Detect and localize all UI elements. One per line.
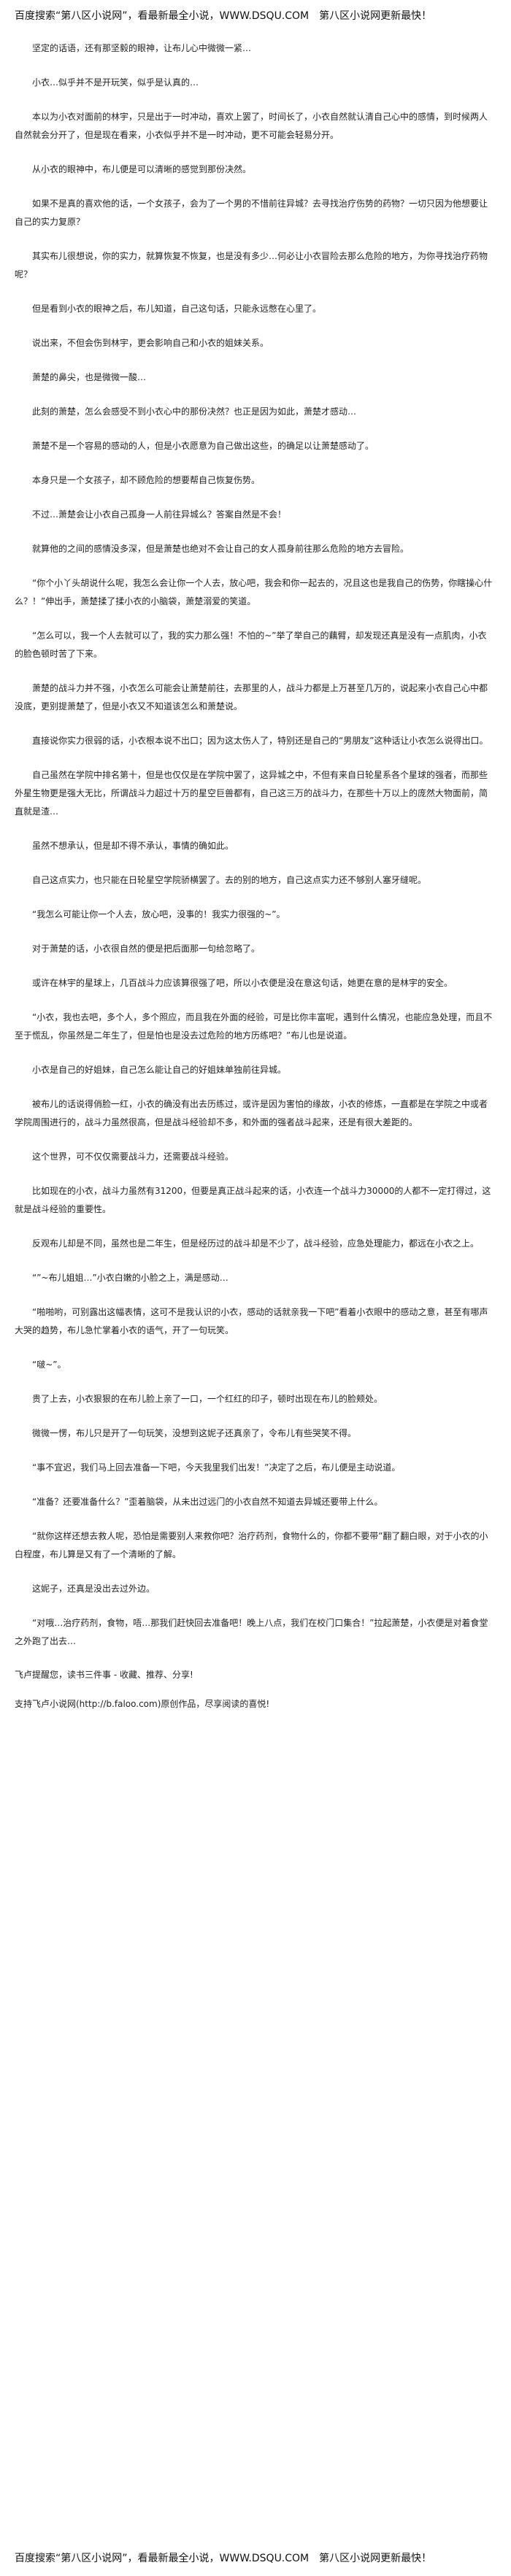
story-paragraph: “怎么可以，我一个人去就可以了，我的实力那么强！不怕的~”举了举自己的藕臂，却发… bbox=[15, 630, 487, 659]
site-banner-bottom: 百度搜索“第八区小说网”，看最新最全小说，WWW.DSQU.COM 第八区小说网… bbox=[15, 2553, 432, 2564]
story-paragraph: 就算他的之间的感情没多深，但是萧楚也绝对不会让自己的女人孤身前往那么危险的地方去… bbox=[32, 544, 410, 554]
story-paragraph: 比如现在的小衣，战斗力虽然有31200，但要是真正战斗起来的话，小衣连一个战斗力… bbox=[15, 1186, 491, 1214]
story-paragraph: 反观布儿却是不同，虽然也是二年生，但是经历过的战斗却是不少了，战斗经验，应急处理… bbox=[32, 1238, 480, 1249]
story-paragraph: 萧楚的战斗力并不强，小衣怎么可能会让萧楚前往，去那里的人，战斗力都是上万甚至几万… bbox=[15, 683, 488, 712]
story-paragraph: 自己虽然在学院中排名第十，但是也仅仅是在学院中罢了，这异城之中，不但有来自日轮星… bbox=[15, 770, 488, 817]
story-paragraph: “小衣，我也去吧，多个人，多个照应，而且我在外面的经验，可是比你丰富呢，遇到什么… bbox=[15, 1012, 493, 1041]
story-paragraph: 微微一愣，布儿只是开了一句玩笑，没想到这妮子还真亲了，令布儿有些哭笑不得。 bbox=[32, 1428, 357, 1438]
story-paragraph: 坚定的话语，还有那坚毅的眼神，让布儿心中微微一紧… bbox=[32, 43, 252, 53]
story-paragraph: 或许在林宇的星球上，几百战斗力应该算很强了吧，所以小衣便是没在意这句话，她更在意… bbox=[32, 978, 453, 988]
story-paragraph: 但是看到小衣的眼神之后，布儿知道，自己这句话，只能永远憋在心里了。 bbox=[32, 304, 322, 314]
story-paragraph: 本以为小衣对面前的林宇，只是出于一时冲动，喜欢上罢了，时间长了，小衣自然就认清自… bbox=[15, 112, 488, 140]
story-paragraph: 小衣…似乎并不是开玩笑，似乎是认真的… bbox=[32, 77, 199, 88]
story-paragraph: “准备？还要准备什么？”歪着脑袋，从未出过远门的小衣自然不知道去异城还要带上什么… bbox=[32, 1497, 383, 1507]
story-paragraph: “啪啪哟，可别露出这幅表情，这可不是我认识的小衣，感动的话就亲我一下吧”看着小衣… bbox=[15, 1307, 488, 1335]
story-paragraph: “你个小丫头胡说什么呢，我怎么会让你一个人去，放心吧，我会和你一起去的，况且这也… bbox=[15, 578, 493, 606]
story-paragraph: “我怎么可能让你一个人去，放心吧，没事的！我实力很强的~”。 bbox=[32, 909, 285, 919]
story-paragraph: “啵~”。 bbox=[32, 1360, 66, 1370]
story-paragraph: “事不宜迟，我们马上回去准备一下吧，今天我里我们出发！”决定了之后，布儿便是主动… bbox=[32, 1462, 401, 1473]
story-paragraph: “”~布儿姐姐…”小衣白嫩的小脸之上，满是感动… bbox=[32, 1273, 228, 1283]
footer-promo: 飞卢提醒您，读书三件事 - 收藏、推荐、分享! bbox=[15, 1670, 193, 1680]
story-paragraph: 对于萧楚的话，小衣很自然的便是把后面那一句给忽略了。 bbox=[32, 944, 261, 954]
story-paragraph: 本身只是一个女孩子，却不顾危险的想要帮自己恢复伤势。 bbox=[32, 475, 261, 485]
story-paragraph: “对哦…治疗药剂，食物，唔…那我们赶快回去准备吧！晚上八点，我们在校门口集合！”… bbox=[15, 1618, 488, 1646]
story-paragraph: 这妮子，还真是没出去过外边。 bbox=[32, 1584, 155, 1594]
site-banner-top: 百度搜索“第八区小说网”，看最新最全小说，WWW.DSQU.COM 第八区小说网… bbox=[15, 10, 432, 22]
story-paragraph: 这个世界，可不仅仅需要战斗力，还需要战斗经验。 bbox=[32, 1152, 234, 1162]
story-paragraph: 贵了上去，小衣狠狠的在布儿脸上亲了一口，一个红红的印子，顿时出现在布儿的脸颊处。 bbox=[32, 1394, 383, 1404]
story-paragraph: “就你这样还想去救人呢，恐怕是需要别人来救你吧？治疗药剂，食物什么的，你都不要带… bbox=[15, 1531, 488, 1559]
story-paragraph: 直接说你实力很弱的话，小衣根本说不出口；因为这太伤人了，特别还是自己的“男朋友”… bbox=[32, 736, 488, 746]
story-paragraph: 如果不是真的喜欢他的话，一个女孩子，会为了一个男的不惜前往异城？去寻找治疗伤势的… bbox=[15, 198, 488, 227]
story-paragraph: 自己这点实力，也只能在日轮星空学院骄横罢了。去的别的地方，自己这点实力还不够别人… bbox=[32, 875, 427, 885]
story-paragraph: 萧楚不是一个容易的感动的人，但是小衣愿意为自己做出这些，的确足以让萧楚感动了。 bbox=[32, 441, 374, 451]
story-paragraph: 此刻的萧楚，怎么会感受不到小衣心中的那份决然？也正是因为如此，萧楚才感动… bbox=[32, 406, 357, 417]
story-paragraph: 不过…萧楚会让小衣自己孤身一人前往异城么？答案自然是不会！ bbox=[32, 509, 287, 520]
story-paragraph: 其实布儿很想说，你的实力，就算恢复不恢复，也是没有多少…何必让小衣冒险去那么危险… bbox=[15, 251, 488, 279]
story-paragraph: 小衣是自己的好姐妹，自己怎么能让自己的好姐妹单独前往异城。 bbox=[32, 1065, 287, 1075]
chapter-content: 坚定的话语，还有那坚毅的眼神，让布儿心中微微一紧… 小衣…似乎并不是开玩笑，似乎是… bbox=[15, 39, 495, 1651]
story-paragraph: 从小衣的眼神中，布儿便是可以清晰的感觉到那份决然。 bbox=[32, 164, 252, 174]
footer-support: 支持飞卢小说网(http://b.faloo.com)原创作品，尽享阅读的喜悦! bbox=[15, 1699, 270, 1709]
story-paragraph: 虽然不想承认，但是却不得不承认，事情的确如此。 bbox=[32, 841, 234, 851]
story-paragraph: 说出来，不但会伤到林宇，更会影响自己和小衣的姐妹关系。 bbox=[32, 338, 269, 348]
story-paragraph: 萧楚的鼻尖，也是微微一酸… bbox=[32, 372, 147, 382]
story-paragraph: 被布儿的话说得俏脸一红，小衣的确没有出去历练过，或许是因为害怕的缘故，小衣的修炼… bbox=[15, 1099, 488, 1127]
